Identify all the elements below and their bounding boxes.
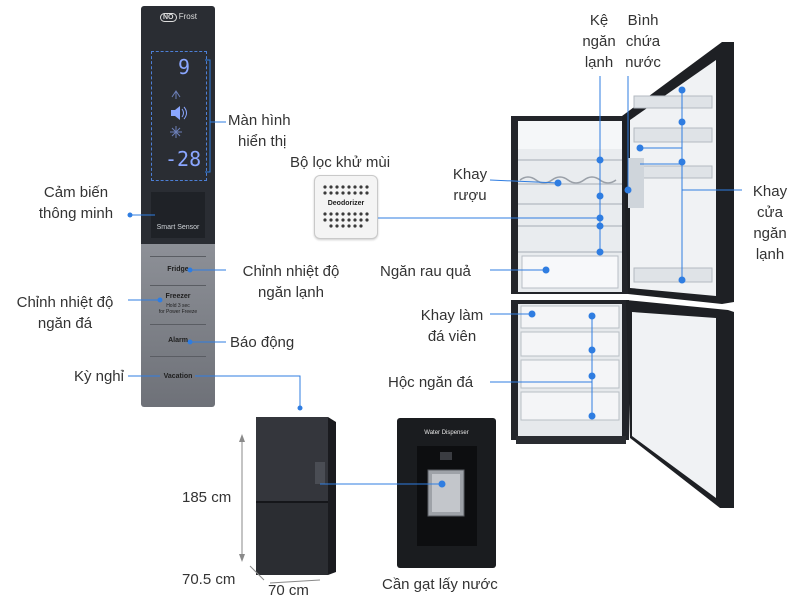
smart-sensor-text: Smart Sensor bbox=[156, 224, 200, 231]
label-crisper: Ngăn rau quả bbox=[380, 263, 471, 280]
alarm-button[interactable]: Alarm bbox=[168, 337, 188, 344]
fridge-temp-readout: 9 bbox=[178, 55, 191, 79]
smart-sensor-window bbox=[151, 192, 205, 238]
panel-divider bbox=[150, 285, 206, 286]
fridge-exterior-thumbnail bbox=[239, 417, 336, 584]
callout-dots bbox=[127, 86, 686, 488]
freezer-button-hint-1: Hold 3 sec bbox=[166, 303, 190, 309]
dimension-depth: 70.5 cm bbox=[182, 571, 236, 588]
water-dispenser-closeup bbox=[397, 418, 496, 568]
vacation-button[interactable]: Vacation bbox=[163, 373, 193, 380]
label-water-lever: Cần gạt lấy nước bbox=[382, 576, 498, 593]
dimension-height: 185 cm bbox=[182, 489, 232, 506]
open-fridge bbox=[511, 42, 734, 508]
label-freezer-drawers: Hộc ngăn đá bbox=[388, 374, 474, 391]
dispenser-title: Water Dispenser bbox=[424, 430, 469, 436]
label-alarm: Báo động bbox=[230, 334, 295, 351]
control-panel-button-section bbox=[141, 244, 215, 407]
freezer-button-hint-2: for Power Freeze bbox=[158, 309, 198, 315]
fridge-button[interactable]: Fridge bbox=[167, 266, 189, 273]
nofrost-logo: NO Frost bbox=[160, 12, 197, 22]
panel-divider bbox=[150, 324, 206, 325]
display-screen bbox=[151, 51, 207, 181]
label-vacation: Kỳ nghỉ bbox=[73, 368, 124, 385]
freezer-button[interactable]: Freezer bbox=[165, 293, 191, 300]
deodorizer-label-text: Deodorizer bbox=[327, 200, 365, 207]
freezer-temp-readout: -28 bbox=[165, 147, 202, 171]
label-deodorizer: Bộ lọc khử mùi bbox=[290, 154, 391, 171]
panel-divider bbox=[150, 356, 206, 357]
panel-divider bbox=[150, 256, 206, 257]
dimension-width: 70 cm bbox=[268, 582, 309, 599]
